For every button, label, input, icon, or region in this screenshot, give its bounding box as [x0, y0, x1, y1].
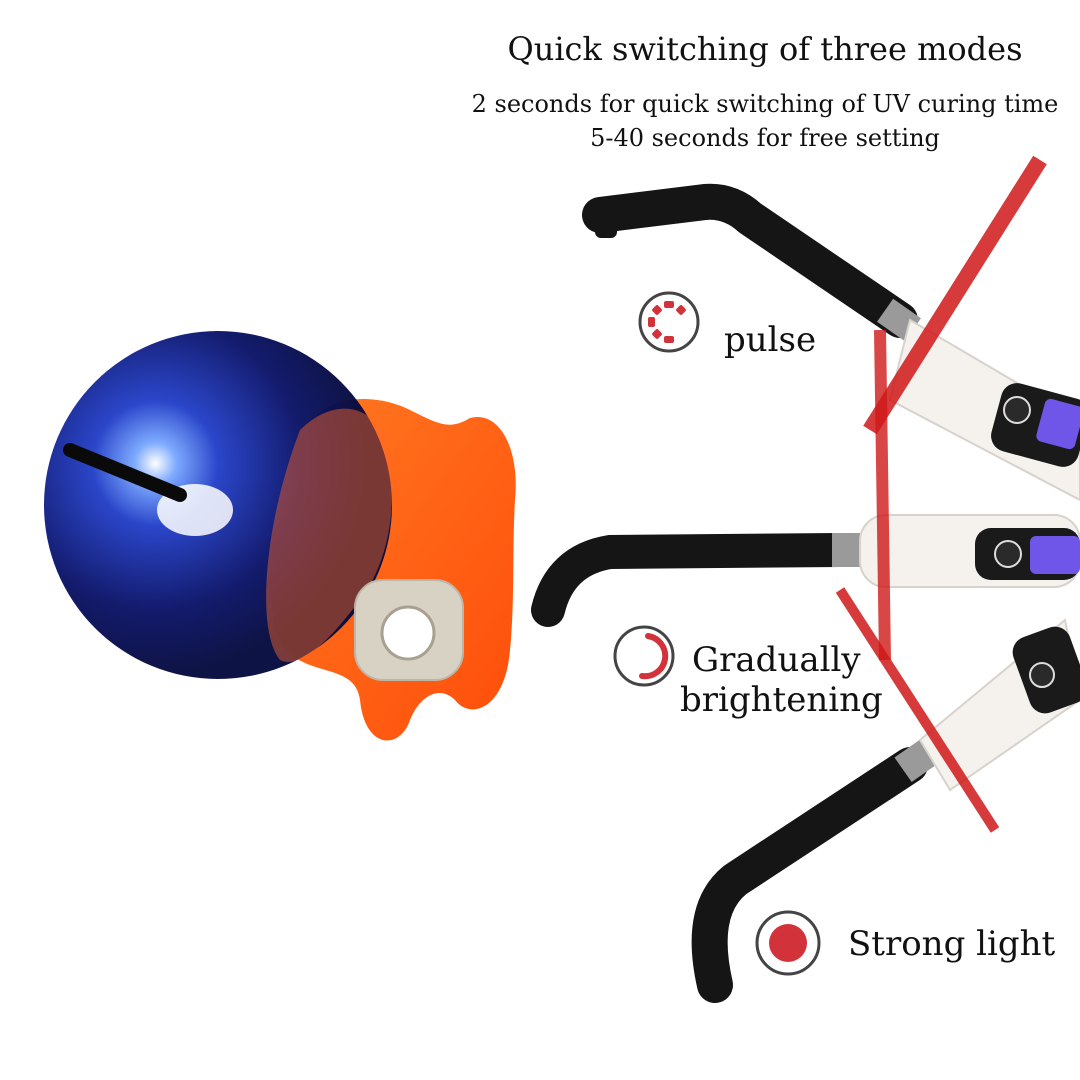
mode-label-gradual-line2: brightening — [680, 680, 883, 720]
wand-strong — [691, 587, 1080, 1003]
curing-wands-illustration — [531, 155, 1080, 1003]
subtitle-line-1: 2 seconds for quick switching of UV curi… — [471, 90, 1059, 118]
subtitle-line-2: 5-40 seconds for free setting — [590, 124, 940, 152]
strong-light-mode-icon — [754, 909, 822, 977]
page-title: Quick switching of three modes — [507, 30, 1023, 68]
gradual-mode-icon — [612, 624, 676, 688]
curing-light-illustration — [44, 331, 516, 741]
pulse-mode-icon — [637, 290, 701, 354]
mode-label-pulse: pulse — [724, 320, 817, 360]
mode-label-strong-light: Strong light — [848, 924, 1056, 964]
wand-tip-silhouette — [63, 443, 187, 502]
mode-label-gradual-line1: Gradually — [692, 640, 861, 680]
wand-gradual — [531, 329, 1080, 661]
wand-pulse — [582, 155, 1080, 502]
beige-ring-hole — [380, 605, 436, 661]
